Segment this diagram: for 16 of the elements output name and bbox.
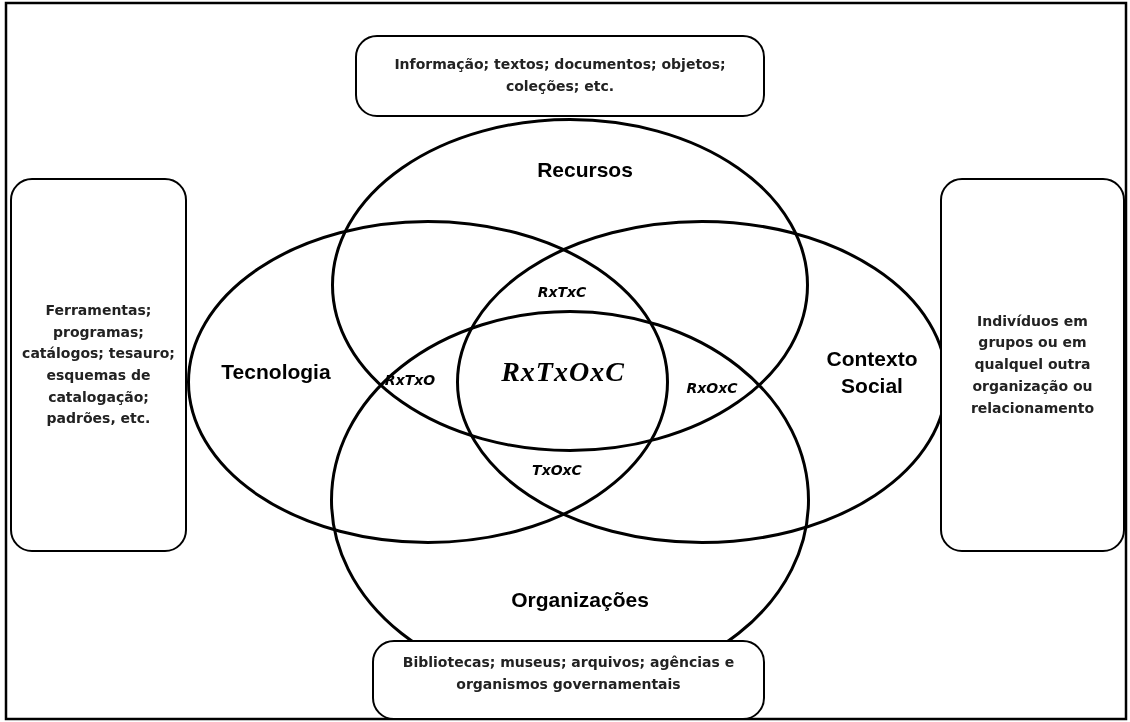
set-title: Organizações — [511, 587, 649, 614]
description-text: Bibliotecas; museus; arquivos; agências e organismos governamentais — [401, 653, 736, 694]
rounded-box — [10, 178, 187, 552]
set-title: Contexto Social — [825, 345, 919, 399]
intersection-label: RxTxOxC — [501, 356, 625, 388]
intersection-label: TxOxC — [532, 462, 582, 478]
rounded-box — [372, 640, 765, 720]
set-title: Tecnologia — [221, 359, 331, 386]
intersection-label: RxOxC — [686, 380, 738, 396]
intersection-label: RxTxC — [537, 284, 587, 300]
description-text: Ferramentas; programas; catálogos; tesauro; esquemas de catalogação; padrões, etc. — [21, 300, 176, 429]
rounded-box — [355, 35, 765, 117]
description-text: Informação; textos; documentos; objetos; coleções; etc. — [393, 55, 727, 96]
set-title: Recursos — [537, 157, 633, 184]
description-text: Indivíduos em grupos ou em qualquel outra organização ou relacionamento — [969, 311, 1096, 418]
rounded-box — [940, 178, 1125, 552]
